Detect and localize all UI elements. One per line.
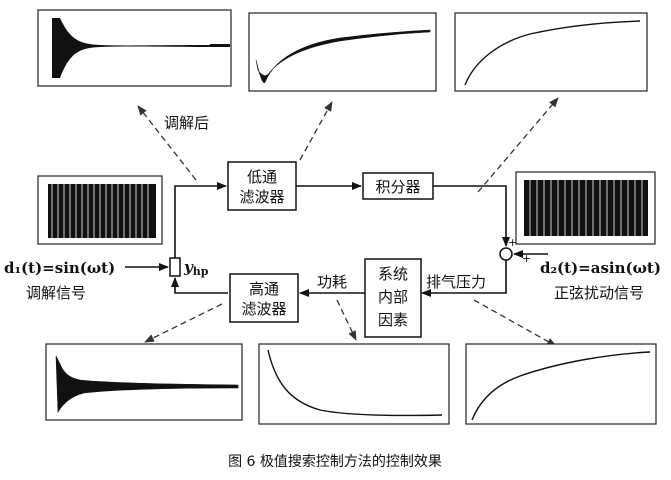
label-d1-name: 调解信号 (26, 284, 86, 302)
wire-to-summing (433, 185, 510, 247)
svg-text:内部: 内部 (378, 288, 408, 306)
wire-to-system (421, 260, 507, 297)
block-integrator: 积分器 (362, 172, 434, 200)
wire-to-lowpass (174, 182, 227, 258)
label-exhaust-pressure: 排气压力 (426, 273, 486, 291)
block-system-factors: 系统 内部 因素 (364, 258, 422, 338)
plot-top-left-demodulated (37, 9, 232, 87)
svg-text:系统: 系统 (378, 265, 408, 283)
block-lowpass-filter: 低通 滤波器 (227, 161, 297, 211)
label-power: 功耗 (317, 273, 347, 291)
svg-text:滤波器: 滤波器 (239, 188, 284, 206)
plot-bottom-right (465, 343, 657, 425)
figure-caption: 图 6 极值搜索控制方法的控制效果 (228, 453, 442, 470)
plot-top-right (454, 12, 648, 92)
dash-arrow-to-top-left (137, 105, 197, 181)
dash-arrow-to-bottom-right (473, 299, 557, 347)
wire-to-multiplier (171, 277, 228, 294)
plot-bottom-left (45, 343, 243, 421)
block-highpass-filter: 高通 滤波器 (229, 273, 299, 323)
dash-arrow-to-top-middle (299, 101, 333, 161)
plot-sine-disturbance (515, 171, 656, 245)
dash-arrow-to-bottom-middle (336, 299, 357, 341)
svg-text:滤波器: 滤波器 (241, 300, 286, 318)
svg-text:积分器: 积分器 (375, 178, 420, 196)
plot-demodulation-signal (37, 175, 163, 245)
plus-sign-top: + (508, 236, 517, 249)
svg-text:因素: 因素 (378, 311, 408, 329)
label-d2-formula: d₂(t)=asin(ωt) (540, 259, 661, 277)
label-demodulated: 调解后 (164, 114, 209, 132)
plus-sign-right: + (522, 252, 531, 265)
svg-text:高通: 高通 (249, 280, 279, 298)
summing-junction (499, 247, 513, 261)
plot-bottom-middle (258, 343, 450, 425)
label-d1-formula: d₁(t)=sin(ωt) (4, 259, 115, 277)
svg-text:低通: 低通 (247, 168, 277, 186)
dash-arrow-to-bottom-left (144, 303, 223, 343)
label-d2-name: 正弦扰动信号 (554, 284, 644, 302)
label-yhp: yhp (183, 258, 209, 278)
plot-top-middle (248, 12, 437, 92)
dash-arrow-to-top-right (477, 97, 559, 193)
multiplier-block (169, 257, 181, 277)
